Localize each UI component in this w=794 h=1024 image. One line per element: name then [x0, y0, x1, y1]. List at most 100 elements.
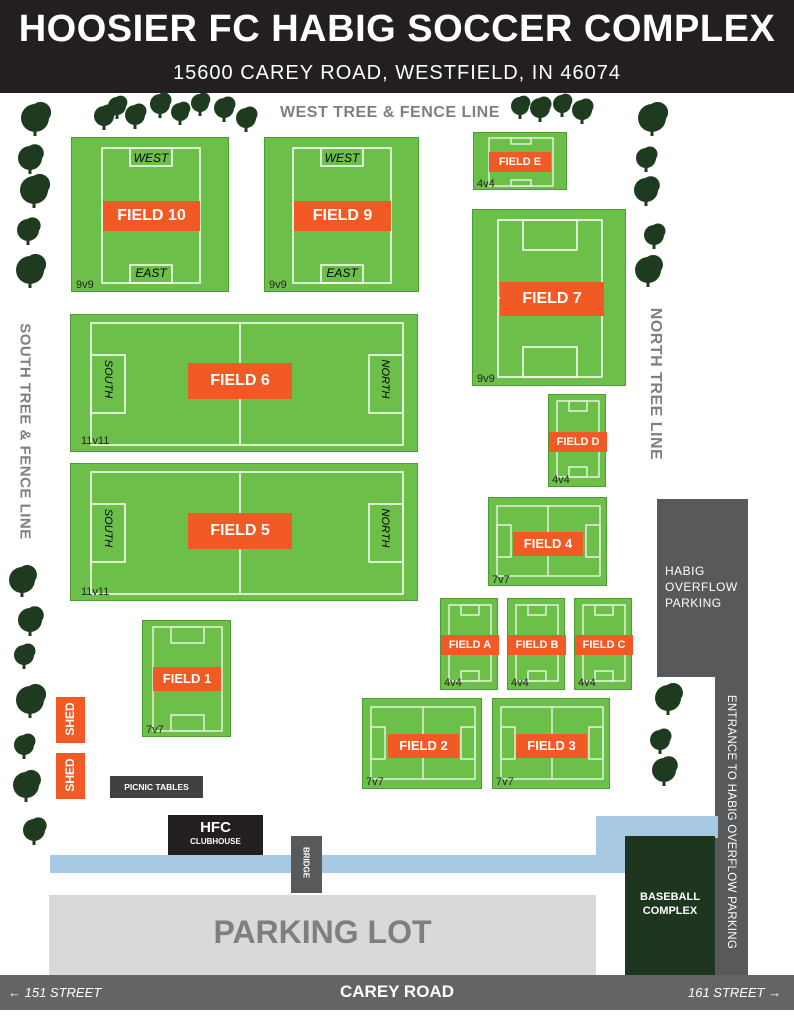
field-2[interactable]: FIELD 2 7v7 [362, 698, 482, 789]
tree-icon [20, 173, 51, 208]
tree-icon [16, 253, 47, 288]
overflow-parking-label: HABIG OVERFLOW PARKING [665, 564, 738, 610]
bridge[interactable] [291, 836, 322, 893]
field-10-label: FIELD 10 [103, 201, 200, 231]
field-9[interactable]: WEST EAST FIELD 9 9v9 [264, 137, 419, 292]
tree-icon [634, 176, 660, 206]
entrance-road-label: ENTRANCE TO HABIG OVERFLOW PARKING [725, 694, 737, 950]
field-6-north-end: NORTH [379, 359, 391, 399]
tree-icon [125, 103, 147, 129]
field-6-south-end: SOUTH [102, 359, 114, 399]
shed-2-label: SHED [63, 758, 77, 792]
header-bar [0, 0, 794, 93]
field-5-south-end: SOUTH [102, 508, 114, 548]
parking-lot[interactable] [49, 895, 596, 975]
field-d[interactable]: FIELD D 4v4 [548, 394, 607, 487]
field-10-west-end: WEST [133, 151, 169, 165]
field-4-size: 7v7 [492, 574, 510, 586]
west-tree-line-label: WEST TREE & FENCE LINE [280, 104, 500, 121]
tree-icon [23, 817, 47, 845]
field-a[interactable]: FIELD A 4v4 [440, 598, 499, 690]
tree-icon [14, 643, 36, 669]
map-title: HOOSIER FC HABIG SOCCER COMPLEX [18, 8, 776, 50]
creek-bend-vertical [596, 816, 626, 873]
baseball-complex-label: BASEBALL COMPLEX [640, 891, 700, 917]
field-1[interactable]: FIELD 1 7v7 [142, 620, 231, 737]
to-161-street: 161 STREET → [688, 985, 782, 1000]
tree-icon [236, 106, 258, 132]
tree-icon [530, 96, 552, 122]
field-3-label: FIELD 3 [516, 734, 587, 758]
tree-icon [94, 104, 116, 130]
tree-icon [511, 95, 531, 119]
south-tree-line-label: SOUTH TREE & FENCE LINE [16, 323, 34, 540]
field-b[interactable]: FIELD B 4v4 [507, 598, 566, 690]
tree-icon [108, 95, 128, 119]
tree-icon [650, 728, 672, 754]
field-4[interactable]: FIELD 4 7v7 [488, 497, 607, 586]
clubhouse-subtitle: CLUBHOUSE [190, 837, 241, 846]
field-10-east-end: EAST [135, 266, 167, 280]
field-d-size: 4v4 [552, 474, 570, 486]
creek-bend-top [596, 816, 718, 838]
field-7-label: FIELD 7 [500, 282, 604, 316]
tree-icon [553, 93, 573, 117]
tree-icon [171, 101, 191, 125]
bridge-label: BRIDGE [301, 846, 311, 879]
entrance-road[interactable] [715, 675, 748, 975]
field-9-size: 9v9 [269, 279, 287, 291]
tree-icon [636, 146, 658, 172]
to-151-street: ← 151 STREET [8, 985, 102, 1000]
field-6-label: FIELD 6 [188, 363, 292, 399]
tree-icon [644, 223, 666, 249]
field-10-size: 9v9 [76, 279, 94, 291]
tree-icon [191, 92, 211, 116]
field-a-label: FIELD A [441, 635, 499, 655]
tree-icon [214, 96, 236, 122]
tree-icon [13, 770, 41, 802]
field-9-label: FIELD 9 [294, 201, 391, 231]
field-c[interactable]: FIELD C 4v4 [574, 598, 633, 690]
field-c-label: FIELD C [575, 635, 633, 655]
field-e[interactable]: FIELD E 4v4 [473, 132, 567, 190]
field-2-label: FIELD 2 [388, 734, 459, 758]
tree-icon [18, 606, 44, 636]
field-e-label: FIELD E [489, 152, 551, 172]
tree-icon [635, 255, 663, 287]
picnic-tables[interactable]: PICNIC TABLES [110, 776, 203, 798]
parking-lot-label: PARKING LOT [213, 914, 432, 950]
hfc-clubhouse[interactable] [168, 815, 263, 855]
tree-icon [638, 101, 669, 136]
field-1-label: FIELD 1 [153, 667, 221, 691]
baseball-complex[interactable] [625, 836, 715, 975]
field-6[interactable]: SOUTH NORTH FIELD 6 11v11 [70, 314, 418, 452]
field-7[interactable]: FIELD 7 9v9 [472, 209, 626, 386]
carey-road [0, 975, 794, 1010]
shed-1-label: SHED [63, 702, 77, 736]
field-e-size: 4v4 [477, 178, 495, 190]
tree-icon [655, 683, 683, 715]
tree-icon [21, 101, 52, 136]
tree-icon [572, 98, 594, 124]
field-a-size: 4v4 [444, 677, 462, 689]
field-3[interactable]: FIELD 3 7v7 [492, 698, 610, 789]
field-2-size: 7v7 [366, 776, 384, 788]
tree-icon [9, 565, 37, 597]
field-5[interactable]: SOUTH NORTH FIELD 5 11v11 [70, 463, 418, 601]
tree-icon [652, 756, 678, 786]
shed-2[interactable] [56, 753, 85, 799]
tree-icon [18, 144, 44, 174]
field-6-size: 11v11 [81, 435, 110, 447]
creek [50, 855, 626, 873]
tree-icon [150, 92, 172, 118]
overflow-parking[interactable] [657, 499, 748, 677]
field-10[interactable]: WEST EAST FIELD 10 9v9 [71, 137, 229, 292]
tree-icon [17, 217, 41, 245]
field-1-size: 7v7 [146, 724, 164, 736]
field-9-east-end: EAST [326, 266, 358, 280]
clubhouse-title: HFC [200, 819, 231, 836]
field-d-label: FIELD D [549, 432, 607, 452]
field-9-west-end: WEST [324, 151, 360, 165]
address: 15600 CAREY ROAD, WESTFIELD, IN 46074 [173, 62, 621, 84]
shed-1[interactable] [56, 697, 85, 743]
